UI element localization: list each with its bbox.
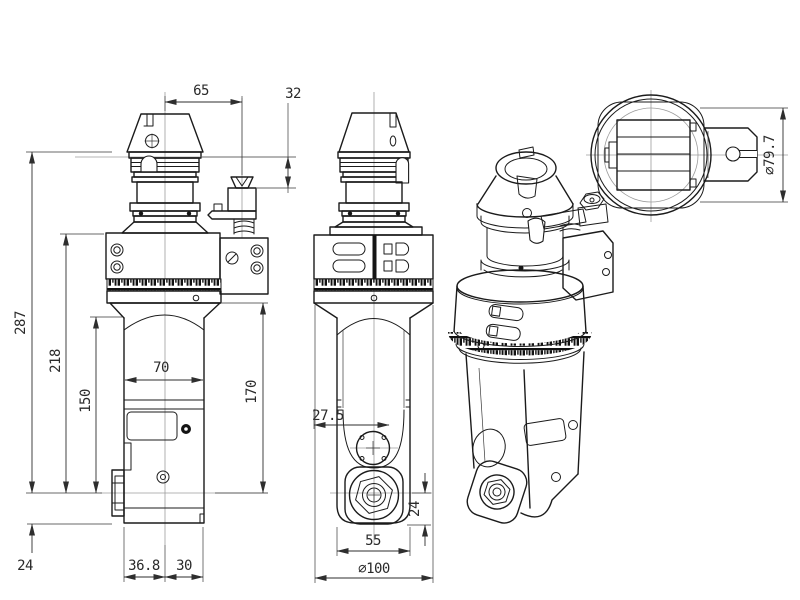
front-spindle-body [111, 317, 205, 524]
dim-27-5-label: 27.5 [312, 408, 344, 424]
front-taper-shank [126, 113, 204, 153]
top-view [590, 94, 758, 216]
front-dimensions: 65 32 287 218 150 70 170 24 36.8 30 [13, 83, 301, 582]
side-flange-stack [329, 151, 423, 236]
dim-70-label: 70 [153, 360, 169, 376]
front-flange-stack [121, 151, 209, 234]
side-bearing-cover [355, 430, 391, 466]
side-skirt [313, 302, 434, 336]
dim-79-7-label: ⌀79.7 [762, 135, 778, 175]
dim-24-right-label: 24 [407, 501, 423, 517]
side-spindle-body [336, 317, 411, 524]
front-scale-ring [106, 278, 222, 304]
iso-shank [476, 146, 574, 218]
side-scale-ring [313, 278, 434, 304]
front-side-clamp [207, 176, 257, 235]
dim-30-label: 30 [176, 558, 192, 574]
dim-170-label: 170 [244, 380, 260, 404]
dim-100-label: ⌀100 [358, 561, 390, 577]
dim-24-left-label: 24 [17, 558, 33, 574]
dim-32-label: 32 [285, 86, 301, 102]
top-view-slot-block [604, 119, 697, 191]
iso-drum [448, 269, 592, 364]
iso-flange-rings [476, 203, 574, 278]
iso-clamp-attachment [540, 191, 614, 301]
dim-150-label: 150 [78, 389, 94, 413]
dim-218-label: 218 [48, 349, 64, 373]
top-view-dimensions: ⌀79.7 [700, 107, 788, 203]
dim-55-label: 55 [365, 533, 381, 549]
side-dimensions: 27.5 24 55 ⌀100 [312, 305, 434, 583]
top-view-key-tab [703, 127, 758, 182]
dim-287-label: 287 [13, 311, 29, 335]
dim-36-8-label: 36.8 [128, 558, 160, 574]
dim-65-label: 65 [193, 83, 209, 99]
iso-view [448, 146, 614, 524]
front-skirt [109, 302, 221, 331]
side-drum [313, 234, 434, 280]
side-view [313, 112, 434, 525]
front-housing-block [105, 232, 269, 295]
iso-spindle-body [465, 351, 585, 524]
side-spindle-nose [344, 466, 404, 525]
front-view [105, 113, 269, 524]
